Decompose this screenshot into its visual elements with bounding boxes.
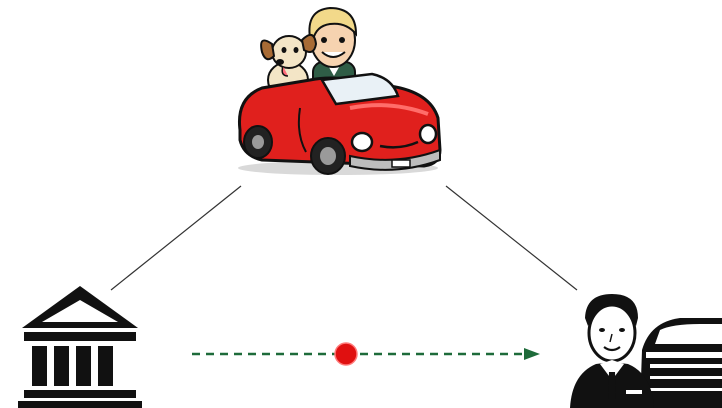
arrowhead-icon (524, 348, 540, 360)
car-windshield (319, 72, 400, 106)
payment-dot-marker (334, 342, 358, 366)
car-dealer-salesman-icon (570, 294, 722, 408)
cartoon-driver-with-dog-in-red-convertible-icon (237, 6, 442, 175)
car-body (237, 76, 442, 168)
edge-car-to-dealer (445, 185, 578, 291)
bank-building-icon (18, 286, 142, 408)
edge-bank-to-car (110, 185, 242, 291)
car-silhouette-icon (640, 318, 722, 408)
